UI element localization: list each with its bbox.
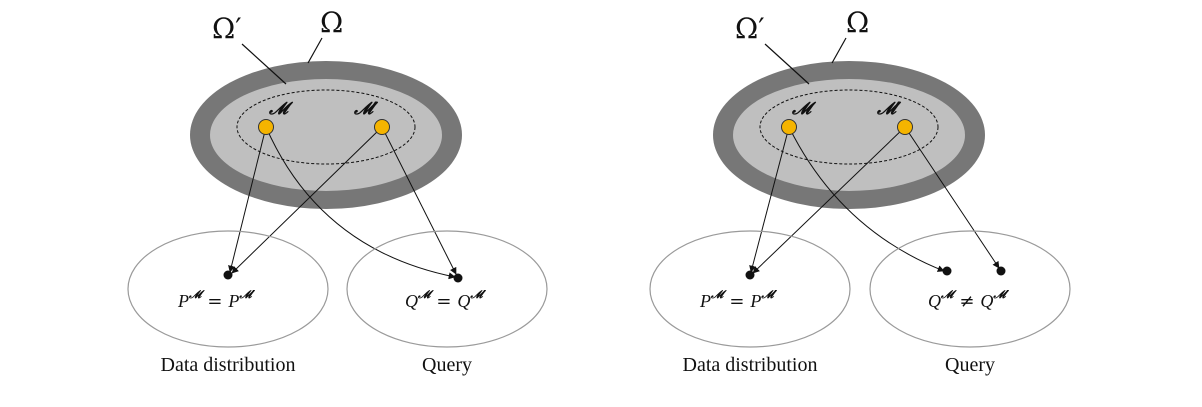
q-point: [453, 273, 463, 283]
omega-prime-leader: [241, 43, 287, 85]
p-equation: P𝓜=P𝓜′: [699, 288, 777, 312]
panel-left: Ω′ Ω 𝓜 𝓜′ P𝓜=P𝓜′ Q𝓜=Q𝓜′ Data distributio…: [127, 6, 548, 376]
p-point: [745, 270, 755, 280]
model-m-node: [258, 119, 274, 135]
q-equation: Q𝓜≠Q𝓜′: [928, 288, 1009, 312]
omega-leader: [831, 37, 847, 64]
model-m-prime-node: [897, 119, 913, 135]
query-ellipse: [869, 230, 1071, 348]
model-class-dashed: [236, 89, 416, 165]
arrow-mprime-to-p: [231, 126, 383, 274]
model-m-label: 𝓜: [791, 99, 817, 119]
arrow-m-to-p: [228, 126, 267, 273]
panel-right: Ω′ Ω 𝓜 𝓜′ P𝓜=P𝓜′ Q𝓜≠Q𝓜′ Data distributio…: [649, 6, 1071, 376]
data-distribution-caption: Data distribution: [683, 354, 818, 376]
q-equation: Q𝓜=Q𝓜′: [405, 288, 486, 312]
arrow-mprime-to-q: [381, 126, 457, 275]
q-point-m: [942, 266, 952, 276]
omega-label: Ω: [846, 6, 869, 39]
omega-prime-region: [733, 79, 965, 191]
query-caption: Query: [422, 354, 472, 376]
model-m-prime-label: 𝓜′: [876, 99, 902, 119]
model-m-label: 𝓜: [268, 99, 294, 119]
omega-leader: [307, 37, 323, 64]
data-distribution-caption: Data distribution: [161, 354, 296, 376]
omega-prime-label: Ω′: [735, 12, 765, 45]
p-point: [223, 270, 233, 280]
arrow-m-to-q: [788, 126, 945, 272]
model-m-prime-node: [374, 119, 390, 135]
query-caption: Query: [945, 354, 995, 376]
q-point-m-prime: [996, 266, 1006, 276]
arrow-m-to-p: [749, 126, 790, 273]
arrow-mprime-to-q: [904, 126, 1000, 269]
arrow-mprime-to-p: [752, 126, 906, 274]
model-m-prime-label: 𝓜′: [353, 99, 379, 119]
omega-prime-leader: [764, 43, 810, 85]
arrow-m-to-q: [265, 126, 456, 280]
query-ellipse: [346, 230, 548, 348]
data-distribution-ellipse: [127, 230, 329, 348]
p-equation: P𝓜=P𝓜′: [177, 288, 255, 312]
model-m-node: [781, 119, 797, 135]
data-distribution-ellipse: [649, 230, 851, 348]
omega-prime-region: [210, 79, 442, 191]
omega-label: Ω: [320, 6, 343, 39]
omega-prime-label: Ω′: [212, 12, 242, 45]
model-class-dashed: [759, 89, 939, 165]
